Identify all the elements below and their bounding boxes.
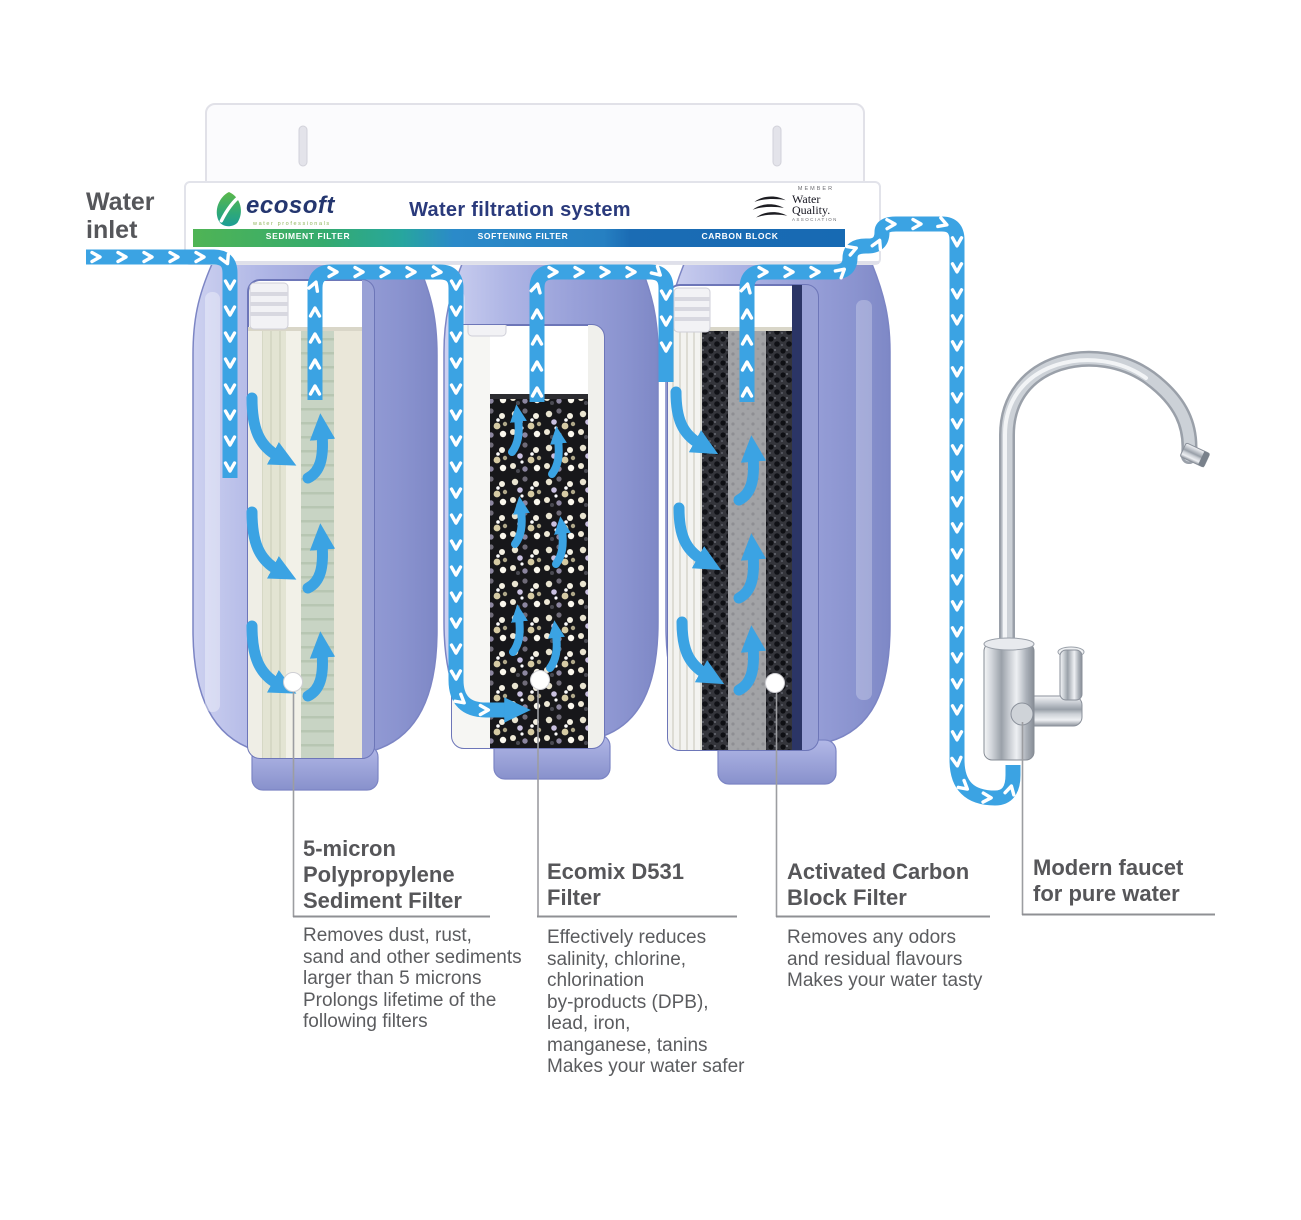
strip-label-softening: SOFTENING FILTER (477, 231, 569, 241)
thread-neck (249, 282, 289, 330)
callout-faucet-heading: Modern faucet for pure water (1033, 855, 1184, 906)
callout-ecomix-description: Effectively reduces salinity, chlorine, … (547, 927, 745, 1077)
flow-arrows-carbon (670, 386, 767, 696)
brand-tagline: water professionals (253, 221, 331, 227)
wqa-wave-icon (752, 196, 788, 218)
wqa-name: Water Quality. ASSOCIATION (792, 192, 838, 222)
callout-sediment-heading: 5-micron Polypropylene Sediment Filter (303, 836, 462, 913)
ecosoft-logo: ecosoft (212, 190, 335, 228)
faucet-joint (1010, 702, 1034, 726)
callout-ecomix-heading: Ecomix D531 Filter (547, 859, 684, 910)
callout-rules (293, 913, 1215, 918)
faucet (983, 350, 1210, 761)
thread-neck (467, 325, 507, 337)
ecosoft-leaf-icon (216, 192, 243, 227)
cutaway-sediment (247, 279, 375, 759)
wqa-member-label: MEMBER (797, 186, 835, 192)
brand-wordmark: ecosoft (246, 192, 335, 219)
flow-arrows-softening (508, 404, 571, 672)
mount-slot-left (298, 125, 308, 167)
strip-label-sediment: SEDIMENT FILTER (265, 231, 351, 241)
callout-sediment-description: Removes dust, rust, sand and other sedim… (303, 925, 522, 1032)
mount-slot-right (772, 125, 782, 167)
callout-lines (292, 687, 1024, 917)
flow-arrows-sediment (246, 392, 336, 702)
page-title: Water filtration system (409, 199, 631, 221)
faucet-handle-knob (1059, 649, 1083, 701)
water-flow-pipes (86, 216, 1021, 806)
head-front-panel (184, 181, 881, 265)
strip-label-carbon: CARBON BLOCK (701, 231, 779, 241)
water-inlet-label: Water inlet (86, 188, 155, 244)
faucet-base (983, 642, 1035, 761)
thread-neck (673, 287, 711, 333)
wqa-badge: MEMBER Water Quality. ASSOCIATION (752, 186, 862, 222)
callout-carbon-heading: Activated Carbon Block Filter (787, 859, 970, 910)
cutaway-softening (451, 324, 605, 749)
filter-stage-strip (193, 229, 845, 247)
faucet-gooseneck (999, 350, 1198, 663)
head-back-panel (205, 103, 865, 191)
faucet-aerator (1180, 442, 1210, 468)
callout-points (283, 670, 785, 693)
callout-carbon-description: Removes any odors and residual flavours … (787, 927, 983, 991)
wqa-association-label: ASSOCIATION (792, 216, 838, 222)
